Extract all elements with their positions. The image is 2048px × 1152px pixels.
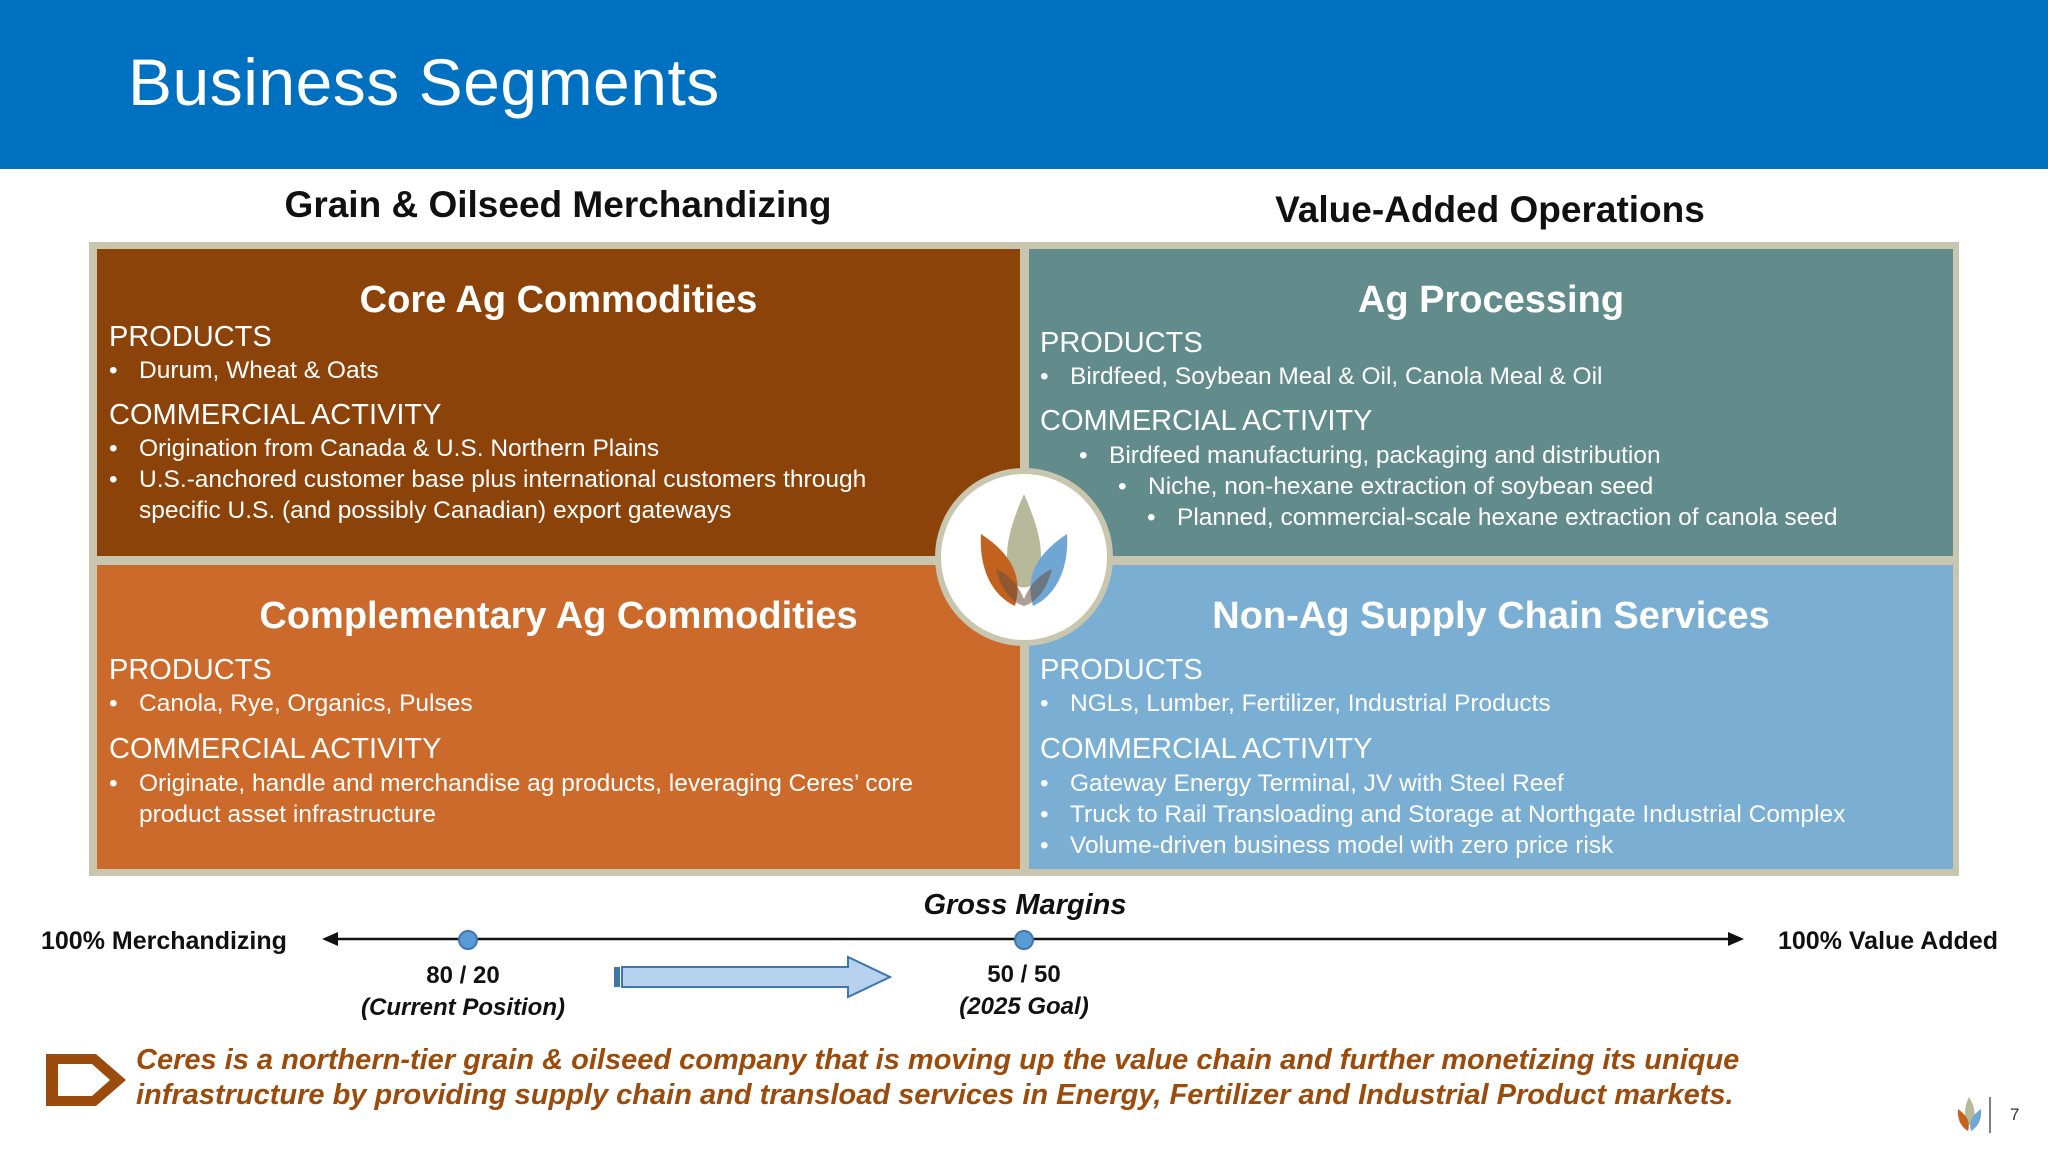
title-bar: Business Segments — [0, 0, 2048, 169]
current-position-label: 80 / 20 (Current Position) — [361, 962, 565, 1021]
current-position-marker — [458, 930, 478, 950]
commercial-activity-label: COMMERCIAL ACTIVITY — [1040, 733, 1373, 765]
ag-processing-panel: Ag Processing PRODUCTS Birdfeed, Soybean… — [1029, 249, 1953, 556]
axis-left-label: 100% Merchandizing — [41, 927, 287, 955]
panel-title: Non-Ag Supply Chain Services — [1212, 595, 1770, 637]
activity-item: U.S.-anchored customer base plus interna… — [109, 464, 866, 495]
activity-item-continuation: specific U.S. (and possibly Canadian) ex… — [139, 497, 732, 524]
page-title: Business Segments — [128, 45, 720, 119]
products-label: PRODUCTS — [109, 654, 272, 686]
product-item: NGLs, Lumber, Fertilizer, Industrial Pro… — [1040, 688, 1551, 719]
page-number: 7 — [2010, 1105, 2020, 1124]
goal-position-label: 50 / 50 (2025 Goal) — [959, 961, 1089, 1020]
activity-item: Origination from Canada & U.S. Northern … — [109, 433, 659, 464]
product-item: Canola, Rye, Organics, Pulses — [109, 688, 473, 719]
ceres-leaf-logo-icon — [935, 468, 1113, 646]
activity-item: Gateway Energy Terminal, JV with Steel R… — [1040, 768, 1564, 799]
activity-item: Volume-driven business model with zero p… — [1040, 830, 1613, 861]
axis-right-arrow-icon — [1728, 932, 1744, 946]
activity-item: Planned, commercial-scale hexane extract… — [1147, 502, 1838, 533]
panel-title: Ag Processing — [1357, 279, 1625, 321]
activity-item-continuation: product asset infrastructure — [139, 801, 436, 828]
products-label: PRODUCTS — [1040, 654, 1203, 686]
commercial-activity-label: COMMERCIAL ACTIVITY — [109, 399, 442, 431]
product-item: Birdfeed, Soybean Meal & Oil, Canola Mea… — [1040, 361, 1602, 392]
progress-arrow-icon — [614, 955, 893, 999]
summary-statement: Ceres is a northern-tier grain & oilseed… — [136, 1044, 1740, 1111]
activity-item: Niche, non-hexane extraction of soybean … — [1118, 471, 1653, 502]
products-label: PRODUCTS — [1040, 327, 1203, 359]
core-ag-commodities-panel: Core Ag Commodities PRODUCTS Durum, Whea… — [97, 249, 1020, 556]
gross-margins-title: Gross Margins — [923, 889, 1127, 921]
commercial-activity-label: COMMERCIAL ACTIVITY — [109, 733, 442, 765]
panel-title: Complementary Ag Commodities — [259, 595, 858, 637]
axis-left-arrow-icon — [322, 932, 338, 946]
products-label: PRODUCTS — [109, 321, 272, 353]
activity-item: Birdfeed manufacturing, packaging and di… — [1079, 440, 1661, 471]
activity-item: Originate, handle and merchandise ag pro… — [109, 768, 913, 799]
group-title-merchandizing: Grain & Oilseed Merchandizing — [284, 184, 832, 225]
goal-position-marker — [1014, 930, 1034, 950]
ceres-small-logo-icon — [1957, 1097, 1991, 1133]
non-ag-supply-chain-panel: Non-Ag Supply Chain Services PRODUCTS NG… — [1029, 565, 1953, 869]
group-title-value-added: Value-Added Operations — [1275, 189, 1705, 230]
complementary-ag-commodities-panel: Complementary Ag Commodities PRODUCTS Ca… — [97, 565, 1020, 869]
axis-right-label: 100% Value Added — [1778, 927, 1998, 955]
chevron-arrow-icon — [46, 1054, 126, 1106]
activity-item: Truck to Rail Transloading and Storage a… — [1040, 799, 1845, 830]
product-item: Durum, Wheat & Oats — [109, 355, 379, 386]
commercial-activity-label: COMMERCIAL ACTIVITY — [1040, 405, 1373, 437]
panel-title: Core Ag Commodities — [359, 279, 758, 321]
